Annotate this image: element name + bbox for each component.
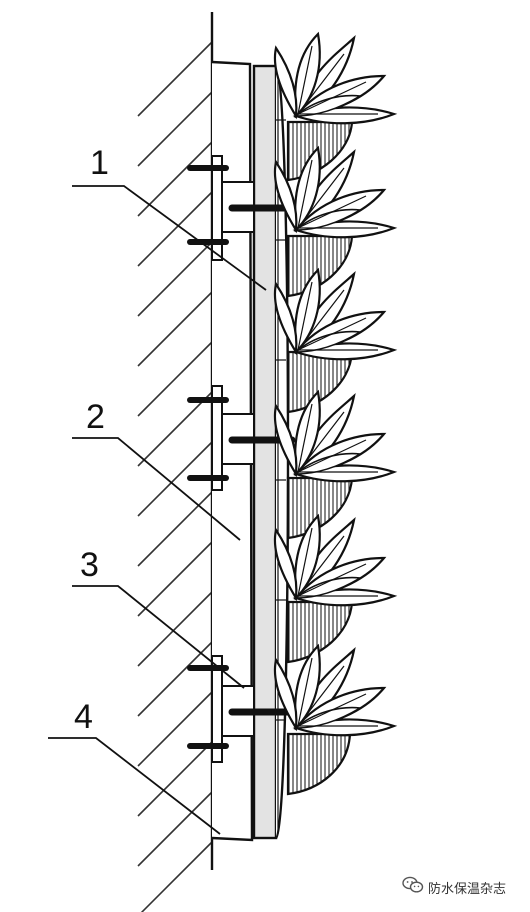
leader-line-4 (48, 737, 221, 835)
callout-2: 2 (86, 398, 105, 436)
bracket-middle (187, 385, 296, 491)
leader-lines (48, 185, 267, 835)
watermark: 防水保温杂志 (402, 876, 506, 898)
plant-leaves (273, 32, 396, 125)
wechat-icon (402, 876, 424, 899)
bracket-top (187, 155, 296, 261)
leader-line-2 (72, 437, 241, 541)
panel-ribs (276, 119, 286, 721)
callout-1: 1 (90, 144, 109, 182)
watermark-text: 防水保温杂志 (428, 881, 507, 897)
planter-pot (286, 732, 352, 796)
callout-3: 3 (80, 546, 99, 584)
leader-line-3 (72, 585, 245, 689)
leader-line-1 (72, 185, 267, 291)
planter-pots (286, 120, 354, 796)
wall-hatching (137, 41, 213, 912)
wall (137, 12, 214, 912)
planter-pot (286, 234, 354, 298)
panel (252, 64, 290, 840)
callout-4: 4 (74, 698, 93, 736)
planter-pot (286, 600, 354, 664)
planter-pot (286, 476, 354, 540)
bracket-bottom (187, 655, 296, 763)
